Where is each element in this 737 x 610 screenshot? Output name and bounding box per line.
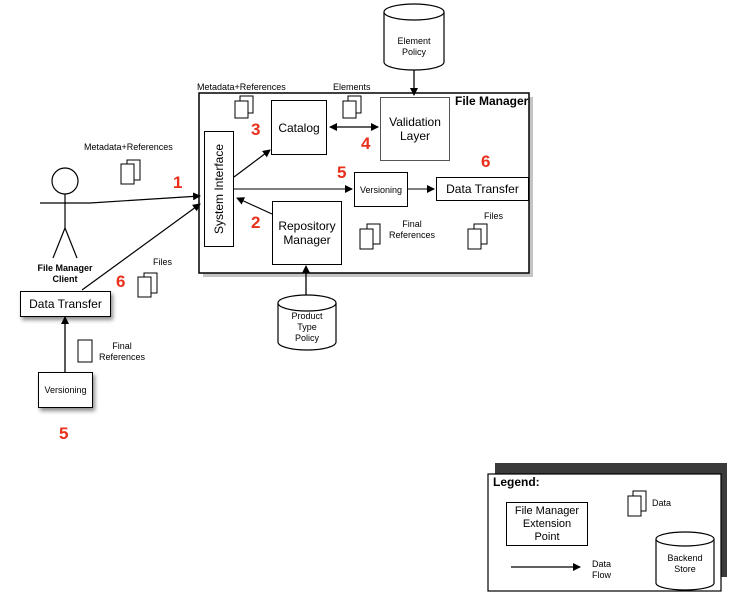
files-outer-label: Files — [153, 257, 173, 267]
final-refs-outer-line1: Final — [112, 341, 132, 351]
ptp-line1: Product — [291, 311, 323, 321]
arrow-repo-to-si — [236, 197, 273, 215]
final-refs-inner-line1: Final — [402, 219, 422, 229]
legend-ext-line1: File Manager — [514, 504, 580, 517]
client-label: File Manager Client — [30, 263, 100, 285]
product-type-policy-store — [277, 294, 337, 351]
data-doc-icon — [77, 339, 93, 363]
legend-ext-line2: Extension — [522, 517, 572, 530]
client-actor-figure — [40, 167, 90, 259]
legend-ext-line3: Point — [534, 530, 560, 543]
product-type-policy-label: Product Type Policy — [278, 311, 336, 344]
legend-flow-line1: Data — [592, 559, 612, 569]
arrow-transfer-to-si — [81, 203, 201, 291]
step-5-outer: 5 — [59, 424, 69, 443]
legend-store-line2: Store — [674, 564, 696, 574]
file-manager-title: File Manager — [455, 94, 529, 108]
step-5-inner: 5 — [337, 163, 347, 182]
legend-data-flow-label: Data Flow — [592, 559, 611, 581]
final-refs-outer-label: Final References — [94, 341, 150, 363]
legend-title: Legend: — [493, 475, 540, 489]
repo-label-line1: Repository — [278, 219, 336, 233]
final-refs-inner-label: Final References — [382, 219, 442, 241]
client-versioning-box[interactable]: Versioning — [38, 372, 93, 408]
system-interface-box[interactable]: System Interface — [204, 131, 234, 247]
metadata-refs-left-label: Metadata+References — [84, 142, 173, 152]
element-policy-line1: Element — [397, 36, 431, 46]
ptp-line3: Policy — [294, 333, 319, 343]
validation-label-line2: Layer — [399, 129, 431, 143]
step-4: 4 — [361, 134, 371, 153]
data-transfer-label: Data Transfer — [446, 182, 519, 196]
versioning-label: Versioning — [359, 184, 403, 195]
client-data-transfer-label: Data Transfer — [29, 297, 102, 311]
data-doc-icon — [342, 95, 362, 119]
data-transfer-box[interactable]: Data Transfer — [436, 177, 529, 201]
legend-store-line1: Backend — [667, 553, 703, 563]
step-6-inner: 6 — [481, 152, 491, 171]
final-refs-outer-line2: References — [98, 352, 146, 362]
validation-label-line1: Validation — [389, 115, 441, 129]
step-6-outer: 6 — [116, 272, 126, 291]
legend-flow-line2: Flow — [592, 570, 612, 580]
ptp-line2: Type — [297, 322, 317, 332]
catalog-label: Catalog — [278, 120, 320, 135]
system-interface-label: System Interface — [212, 143, 227, 235]
legend-cylinder — [655, 531, 715, 591]
data-doc-icon — [359, 223, 381, 250]
versioning-box[interactable]: Versioning — [354, 172, 408, 207]
data-doc-icon — [120, 159, 141, 185]
step-2: 2 — [251, 213, 261, 232]
metadata-refs-top-label: Metadata+References — [197, 82, 286, 92]
arrow-client-to-si — [89, 192, 201, 204]
data-doc-icon — [234, 95, 254, 119]
elements-label: Elements — [333, 82, 371, 92]
element-policy-store — [383, 3, 445, 71]
repository-manager-box[interactable]: Repository Manager — [272, 201, 342, 265]
step-3: 3 — [251, 120, 261, 139]
final-refs-inner-line2: References — [388, 230, 436, 240]
client-versioning-label: Versioning — [44, 385, 87, 395]
validation-layer-box[interactable]: Validation Layer — [380, 97, 450, 161]
legend-data-icon — [627, 490, 647, 517]
files-inner-label: Files — [484, 211, 504, 221]
element-policy-line2: Policy — [401, 47, 426, 57]
arrow-si-to-catalog — [233, 149, 271, 178]
legend-data-label: Data — [652, 498, 672, 508]
element-policy-label: Element Policy — [384, 36, 444, 58]
repo-label-line2: Manager — [283, 233, 331, 247]
legend-extension-point-box: File Manager Extension Point — [506, 502, 588, 546]
catalog-box[interactable]: Catalog — [271, 100, 327, 155]
client-label-line2: Client — [52, 274, 78, 284]
legend-backend-store-label: Backend Store — [656, 553, 714, 575]
data-doc-icon — [137, 272, 158, 298]
step-1: 1 — [173, 173, 183, 192]
data-doc-icon — [467, 223, 488, 250]
client-data-transfer-box[interactable]: Data Transfer — [20, 291, 111, 317]
client-label-line1: File Manager — [37, 263, 93, 273]
